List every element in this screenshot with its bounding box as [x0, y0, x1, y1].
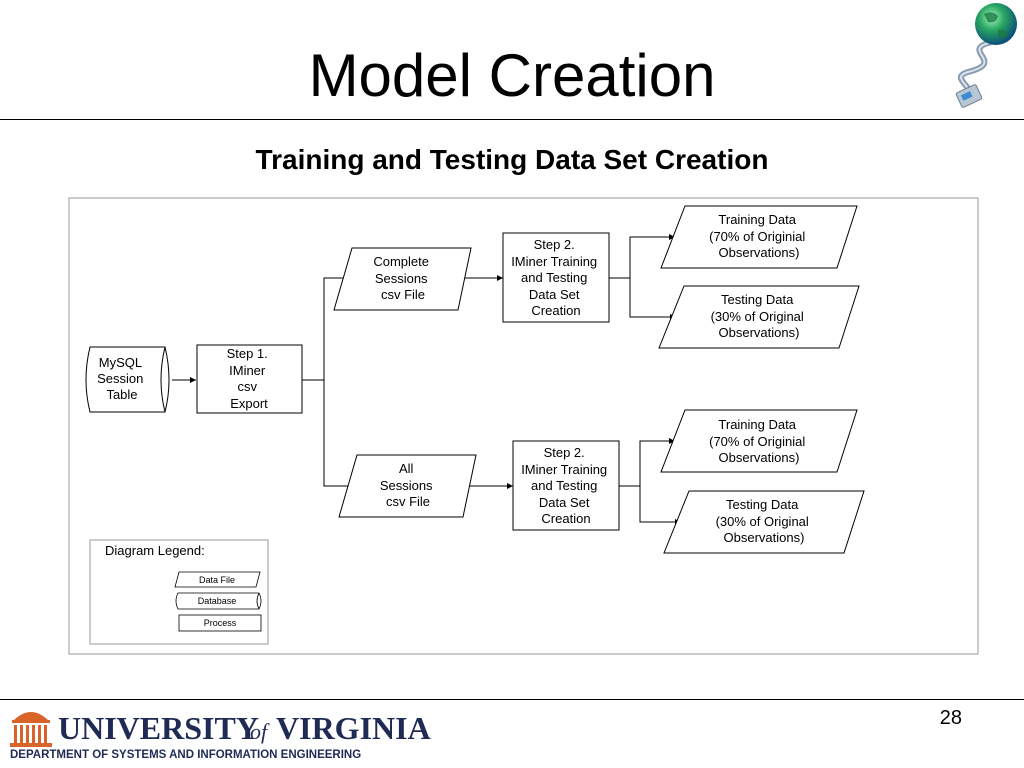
complete-file-line-1: Complete [373, 254, 429, 269]
step2-bottom-process-node: Step 2. IMiner Training and Testing Data… [512, 440, 620, 531]
step1-line-1: Step 1. [227, 346, 268, 361]
step2-top-line-2: IMiner Training [511, 254, 597, 269]
arrow-to-train-top [629, 234, 675, 278]
arrow-to-train-bottom [639, 438, 675, 486]
test-top-line-1: Testing Data [721, 292, 794, 307]
footer-divider [0, 699, 1024, 700]
step2-top-line-4: Data Set [529, 287, 580, 302]
arrow-step1-to-complete-file [323, 275, 352, 380]
legend-data-file-shape [174, 571, 261, 588]
train-top-line-1: Training Data [718, 212, 796, 227]
mysql-line-1: MySQL [99, 355, 142, 370]
step2-top-process-node: Step 2. IMiner Training and Testing Data… [502, 232, 610, 323]
svg-text:Step 1. IMiner csv: Step 1. IMiner csv Export [227, 346, 272, 411]
arrow-step1-to-all-file [323, 380, 357, 489]
step2-bottom-line-5: Creation [541, 511, 590, 526]
flow-connectors [172, 234, 681, 525]
step2-bottom-line-1: Step 2. [544, 445, 585, 460]
train-bottom-line-1: Training Data [718, 417, 796, 432]
svg-text:Testing Data (30% of Ori: Testing Data (30% of Original Observatio… [711, 292, 808, 340]
step1-line-4: Export [230, 396, 268, 411]
testing-data-top-node: Testing Data (30% of Original Observatio… [658, 285, 860, 349]
svg-text:MySQL Session Tabl: MySQL Session Table [97, 355, 147, 402]
university-word-2: VIRGINIA [276, 710, 431, 746]
all-file-line-1: All [399, 461, 414, 476]
train-top-line-3: Observations) [719, 245, 800, 260]
university-word-1: UNIVERSITY [58, 710, 259, 746]
page-number: 28 [939, 707, 962, 729]
globe-network-icon [955, 3, 1017, 108]
step2-bottom-line-3: and Testing [531, 478, 597, 493]
test-top-line-3: Observations) [719, 325, 800, 340]
test-top-line-2: (30% of Original [711, 309, 804, 324]
diagram-legend: Diagram Legend: Data File Database Proce… [89, 539, 269, 645]
slide-subtitle: Training and Testing Data Set Creation [255, 144, 769, 175]
slide-title: Model Creation [308, 42, 716, 109]
legend-data-file-label: Data File [199, 575, 235, 585]
step2-bottom-line-2: IMiner Training [521, 462, 607, 477]
department-name: DEPARTMENT OF SYSTEMS AND INFORMATION EN… [10, 749, 361, 761]
step2-top-line-5: Creation [531, 303, 580, 318]
training-data-bottom-node: Training Data (70% of Originial Observat… [660, 409, 858, 473]
svg-text:Training Data (70% of Or: Training Data (70% of Originial Observat… [709, 417, 809, 465]
svg-text:All Sessions csv F: All Sessions csv File [380, 461, 436, 509]
step2-bottom-line-4: Data Set [539, 495, 590, 510]
all-file-line-3: csv File [386, 494, 430, 509]
complete-file-line-3: csv File [381, 287, 425, 302]
university-of-virginia-logo: UNIVERSITY of VIRGINIA DEPARTMENT OF SYS… [10, 710, 431, 761]
mysql-line-3: Table [106, 387, 137, 402]
mysql-session-table-node: MySQL Session Table [85, 346, 170, 413]
train-bottom-line-3: Observations) [719, 450, 800, 465]
test-bottom-line-1: Testing Data [726, 497, 799, 512]
test-bottom-line-3: Observations) [724, 530, 805, 545]
legend-title: Diagram Legend: [105, 543, 205, 558]
all-sessions-file-node: All Sessions csv File [338, 454, 477, 518]
train-bottom-line-2: (70% of Originial [709, 434, 805, 449]
step1-line-3: csv [237, 379, 257, 394]
rotunda-icon [10, 712, 52, 747]
svg-text:Step 2. IMiner Training: Step 2. IMiner Training and Testing Data… [511, 237, 601, 318]
complete-file-line-2: Sessions [375, 271, 428, 286]
test-bottom-line-2: (30% of Original [716, 514, 809, 529]
legend-process-label: Process [204, 618, 237, 628]
university-of: of [250, 719, 270, 744]
arrow-to-test-top [629, 278, 676, 320]
svg-text:Training Data (70% of Or: Training Data (70% of Originial Observat… [709, 212, 809, 260]
title-divider [0, 119, 1024, 120]
step2-top-line-3: and Testing [521, 270, 587, 285]
testing-data-bottom-node: Testing Data (30% of Original Observatio… [663, 490, 865, 554]
step2-top-line-1: Step 2. [534, 237, 575, 252]
all-file-line-2: Sessions [380, 478, 433, 493]
svg-text:Step 2. IMiner Training: Step 2. IMiner Training and Testing Data… [521, 445, 611, 526]
svg-text:Complete Sessions: Complete Sessions csv File [373, 254, 432, 302]
step1-process-node: Step 1. IMiner csv Export [196, 344, 303, 414]
mysql-line-2: Session [97, 371, 143, 386]
train-top-line-2: (70% of Originial [709, 229, 805, 244]
arrow-to-test-bottom [639, 486, 681, 525]
complete-sessions-file-node: Complete Sessions csv File [333, 247, 472, 311]
step1-line-2: IMiner [229, 363, 266, 378]
training-data-top-node: Training Data (70% of Originial Observat… [660, 205, 858, 269]
legend-process-shape [178, 614, 262, 632]
legend-database-label: Database [198, 596, 237, 606]
svg-text:Testing Data (30% of Ori: Testing Data (30% of Original Observatio… [716, 497, 813, 545]
